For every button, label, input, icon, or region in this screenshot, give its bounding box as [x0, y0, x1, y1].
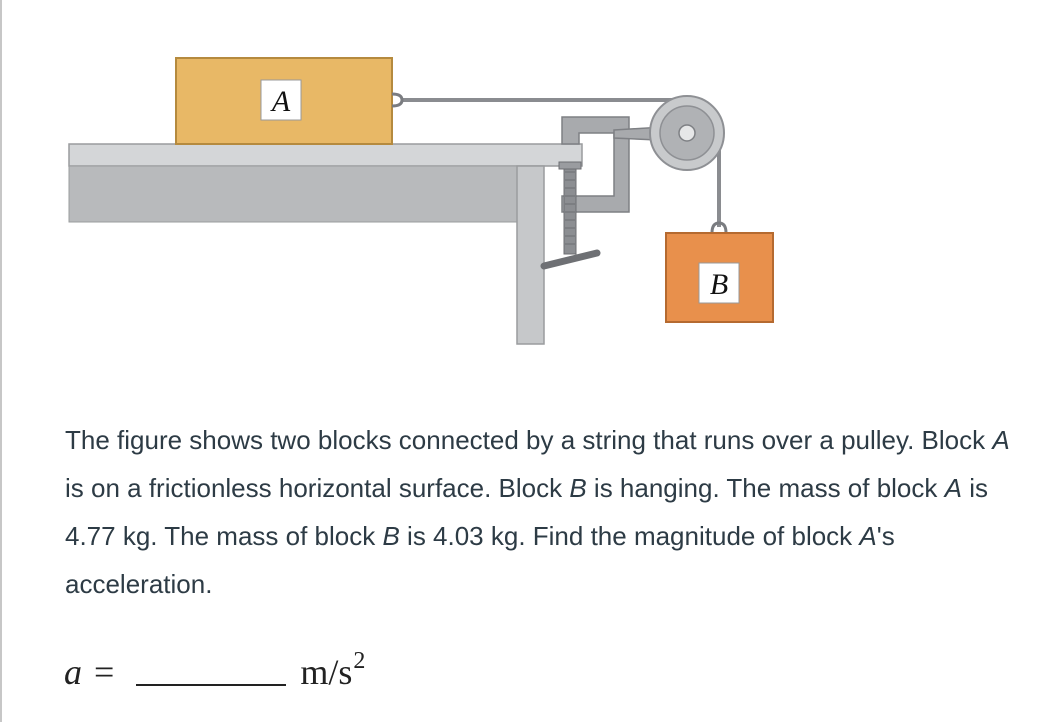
pulley: [649, 95, 725, 171]
answer-variable: a: [64, 652, 82, 692]
answer-unit: m/s2: [300, 639, 365, 694]
table-top: [68, 143, 583, 167]
block-b-ref: B: [569, 473, 587, 503]
problem-text-mid4: is 4.03 kg. Find the magnitude of block: [399, 521, 860, 551]
unit-exponent: 2: [353, 648, 366, 674]
block-a-label: A: [270, 85, 291, 118]
problem-text: The figure shows two blocks connected by…: [65, 416, 1035, 608]
block-a: A: [175, 57, 404, 145]
block-b: B: [665, 221, 774, 323]
problem-text-end: 's acceleration.: [65, 521, 895, 599]
answer-row: a = m/s2: [64, 630, 365, 694]
c-clamp: [540, 116, 681, 270]
block-a-ref: A: [859, 521, 877, 551]
block-a-ref: A: [944, 473, 962, 503]
pulley-diagram: A B: [68, 57, 774, 345]
answer-blank[interactable]: [136, 654, 287, 686]
problem-text-mid3: is 4.77 kg. The mass of block: [65, 473, 988, 551]
problem-text-mid1: is on a frictionless horizontal surface.…: [65, 473, 570, 503]
table-apron: [68, 165, 518, 223]
block-b-label: B: [710, 268, 728, 301]
unit-base: m/s: [300, 652, 353, 692]
problem-text-mid2: is hanging. The mass of block: [586, 473, 945, 503]
block-b-ref: B: [382, 521, 400, 551]
block-a-ref: A: [992, 425, 1010, 455]
table-leg: [516, 165, 545, 345]
equals-sign: =: [94, 652, 115, 692]
problem-text-intro: The figure shows two blocks connected by…: [65, 425, 993, 455]
